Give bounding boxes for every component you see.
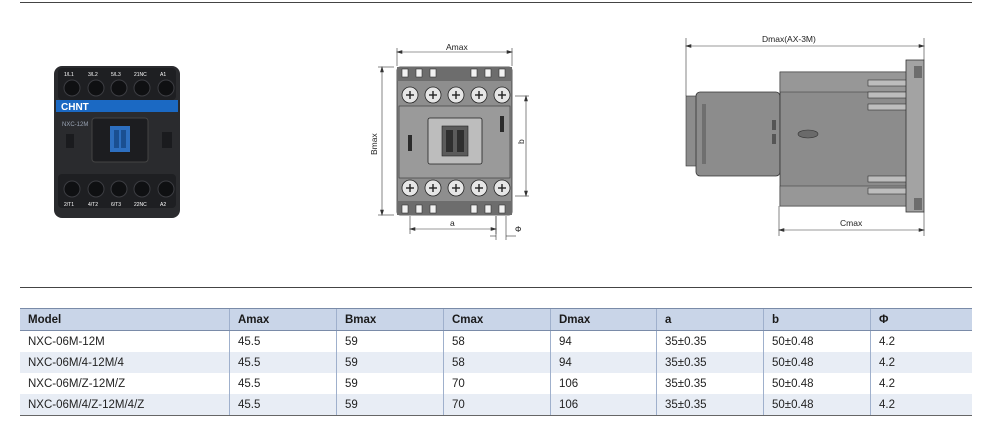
cell-dmax: 106 xyxy=(550,394,657,416)
photo-terminal-top-5: A1 xyxy=(160,72,166,78)
cell-a: 35±0.35 xyxy=(656,352,764,373)
table-row: NXC-06M-12M 45.5 59 58 94 35±0.35 50±0.4… xyxy=(20,330,972,352)
cmax-label: Cmax xyxy=(840,218,863,228)
cell-a: 35±0.35 xyxy=(656,394,764,416)
a-label: a xyxy=(450,218,455,228)
col-header-model: Model xyxy=(20,308,230,331)
cell-bmax: 59 xyxy=(336,394,444,416)
cell-cmax: 58 xyxy=(443,352,551,373)
cell-dmax: 94 xyxy=(550,330,657,352)
cell-phi: 4.2 xyxy=(870,330,972,352)
table-row: NXC-06M/4-12M/4 45.5 59 58 94 35±0.35 50… xyxy=(20,352,972,373)
col-header-amax: Amax xyxy=(229,308,337,331)
cell-dmax: 106 xyxy=(550,373,657,394)
cell-model: NXC-06M/4-12M/4 xyxy=(20,352,230,373)
col-header-phi: Φ xyxy=(870,308,972,331)
col-header-dmax: Dmax xyxy=(550,308,657,331)
cell-amax: 45.5 xyxy=(229,394,337,416)
table-row: NXC-06M/Z-12M/Z 45.5 59 70 106 35±0.35 5… xyxy=(20,373,972,394)
cell-a: 35±0.35 xyxy=(656,330,764,352)
contactor-photo: 1/L1 3/L2 5/L3 21NC A1 CHNT NXC-12M 2/T1… xyxy=(54,66,180,218)
photo-brand-band xyxy=(56,100,178,112)
cell-bmax: 59 xyxy=(336,373,444,394)
cell-cmax: 70 xyxy=(443,373,551,394)
cell-cmax: 70 xyxy=(443,394,551,416)
cell-phi: 4.2 xyxy=(870,394,972,416)
photo-model-print: NXC-12M xyxy=(62,122,88,128)
cell-model: NXC-06M/Z-12M/Z xyxy=(28,377,126,390)
top-rule xyxy=(20,2,972,3)
cell-b: 50±0.48 xyxy=(763,394,871,416)
photo-brand-logo: CHNT xyxy=(61,102,89,113)
photo-terminal-bottom-3: 6/T3 xyxy=(111,202,121,208)
photo-actuator xyxy=(110,126,130,152)
photo-terminal-top-4: 21NC xyxy=(134,72,147,78)
photo-terminal-bottom-4: 22NC xyxy=(134,202,147,208)
dimensions-table: Model Amax Bmax Cmax Dmax a b Φ NXC-06M-… xyxy=(20,308,972,416)
cell-bmax: 59 xyxy=(336,352,444,373)
cell-bmax: 59 xyxy=(336,330,444,352)
table-header-row: Model Amax Bmax Cmax Dmax a b Φ xyxy=(20,308,972,331)
photo-terminal-top-1: 1/L1 xyxy=(64,72,74,78)
cell-a: 35±0.35 xyxy=(656,373,764,394)
cell-dmax: 94 xyxy=(550,352,657,373)
photo-terminal-bottom-5: A2 xyxy=(160,202,166,208)
cell-b: 50±0.48 xyxy=(763,352,871,373)
b-label: b xyxy=(516,139,526,144)
cell-model: NXC-06M-12M xyxy=(28,335,105,348)
bmax-label: Bmax xyxy=(369,133,379,155)
cell-b: 50±0.48 xyxy=(763,373,871,394)
cell-amax: 45.5 xyxy=(229,330,337,352)
phi-label: Φ xyxy=(515,225,521,234)
col-header-bmax: Bmax xyxy=(336,308,444,331)
cell-b: 50±0.48 xyxy=(763,330,871,352)
cell-phi: 4.2 xyxy=(870,352,972,373)
dmax-label: Dmax(AX-3M) xyxy=(762,34,816,44)
cell-amax: 45.5 xyxy=(229,352,337,373)
col-header-a: a xyxy=(656,308,764,331)
cell-amax: 45.5 xyxy=(229,373,337,394)
amax-label: Amax xyxy=(446,42,468,52)
col-header-cmax: Cmax xyxy=(443,308,551,331)
photo-terminal-top-2: 3/L2 xyxy=(88,72,98,78)
front-view-drawing: Amax Bmax b a Φ xyxy=(369,42,529,240)
photo-terminal-top-3: 5/L3 xyxy=(111,72,121,78)
cell-model: NXC-06M/4/Z-12M/4/Z xyxy=(20,394,230,416)
photo-terminal-bottom-1: 2/T1 xyxy=(64,202,74,208)
cell-phi: 4.2 xyxy=(870,373,972,394)
table-row: NXC-06M/4/Z-12M/4/Z 45.5 59 70 106 35±0.… xyxy=(20,394,972,416)
col-header-b: b xyxy=(763,308,871,331)
cell-cmax: 58 xyxy=(443,330,551,352)
section-rule xyxy=(20,287,972,288)
photo-terminal-bottom-2: 4/T2 xyxy=(88,202,98,208)
side-view-drawing: Dmax(AX-3M) Cmax xyxy=(684,34,926,236)
